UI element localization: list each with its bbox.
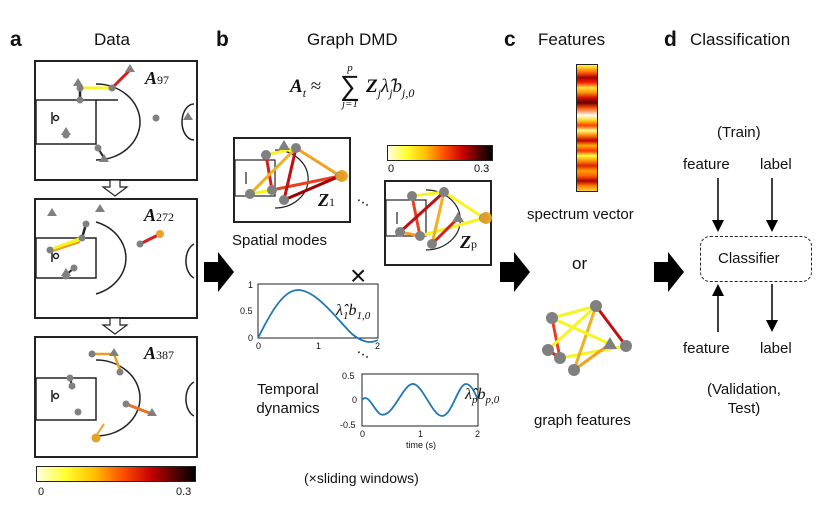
dyn1-xtick-3: 2 bbox=[375, 341, 381, 351]
colorbar-a-min: 0 bbox=[38, 486, 45, 498]
dyn2-ytick-1: 0.5 bbox=[342, 371, 355, 381]
colorbar-b-max: 0.3 bbox=[474, 163, 490, 175]
dyn2-ytick-2: 0 bbox=[352, 395, 358, 405]
panel-c-title: Features bbox=[538, 30, 606, 49]
dyn1-ytick-2: 0.5 bbox=[240, 306, 253, 316]
times-symbol: × bbox=[350, 260, 367, 291]
dmd-equation: At ≈ bbox=[290, 76, 322, 100]
arrow-b-to-c bbox=[500, 252, 530, 292]
panel-d-letter: d bbox=[664, 28, 677, 51]
panel-b-title: Graph DMD bbox=[307, 30, 398, 49]
panel-b-letter: b bbox=[216, 28, 229, 51]
sum-symbol: p ∑ j=1 bbox=[340, 62, 360, 110]
matrix-label-272: A272 bbox=[144, 205, 175, 225]
dyn1-label: λ̂1b1,0 bbox=[336, 302, 371, 323]
panel-d-title: Classification bbox=[690, 30, 791, 49]
classifier-box bbox=[700, 236, 812, 282]
spatial-modes-label: Spatial modes bbox=[232, 232, 328, 249]
dyn2-ytick-3: -0.5 bbox=[340, 420, 356, 430]
dyn2-xtick-2: 1 bbox=[418, 429, 424, 439]
colorbar-b bbox=[387, 145, 493, 161]
test-label-label: label bbox=[760, 340, 792, 357]
dyn2-xtick-1: 0 bbox=[360, 429, 366, 439]
dyn2-xtick-3: 2 bbox=[475, 429, 481, 439]
spectrum-vector bbox=[576, 64, 598, 192]
dyn1-xtick-1: 0 bbox=[256, 341, 262, 351]
colorbar-a-max: 0.3 bbox=[176, 486, 192, 498]
court-frame-97 bbox=[34, 60, 198, 181]
mode-1-label: Z1 bbox=[318, 190, 335, 210]
sliding-windows-note: (×sliding windows) bbox=[304, 470, 419, 486]
panel-c-letter: c bbox=[504, 28, 516, 51]
dyn1-ytick-3: 0 bbox=[248, 333, 254, 343]
dyn2-xlabel: time (s) bbox=[406, 440, 436, 450]
dyn1-xtick-2: 1 bbox=[316, 341, 322, 351]
court-frame-272 bbox=[34, 198, 198, 319]
or-label: or bbox=[572, 254, 588, 273]
dyn2-label: λ̂pbp,0 bbox=[465, 386, 500, 407]
graph-features-label: graph features bbox=[534, 412, 631, 429]
colorbar-a bbox=[36, 466, 196, 482]
train-feature-label: feature bbox=[683, 156, 730, 173]
panel-a-title: Data bbox=[94, 30, 130, 49]
train-label-label: label bbox=[760, 156, 792, 173]
dmd-equation-rhs: Zjλ̂jbj,0 bbox=[366, 76, 415, 100]
arrow-c-to-d bbox=[654, 252, 684, 292]
arrow-a-to-b bbox=[204, 252, 234, 292]
matrix-label-97: A97 bbox=[145, 68, 170, 88]
train-label: (Train) bbox=[717, 124, 761, 141]
panel-a-letter: a bbox=[10, 28, 22, 51]
matrix-label-387: A387 bbox=[144, 343, 175, 363]
classifier-label: Classifier bbox=[718, 250, 780, 267]
spectrum-vector-label: spectrum vector bbox=[527, 206, 634, 223]
colorbar-b-min: 0 bbox=[388, 163, 395, 175]
validation-test-label: (Validation,Test) bbox=[707, 381, 781, 417]
test-feature-label: feature bbox=[683, 340, 730, 357]
dyn1-ytick-1: 1 bbox=[248, 280, 254, 290]
mode-p-label: Zp bbox=[460, 232, 477, 252]
